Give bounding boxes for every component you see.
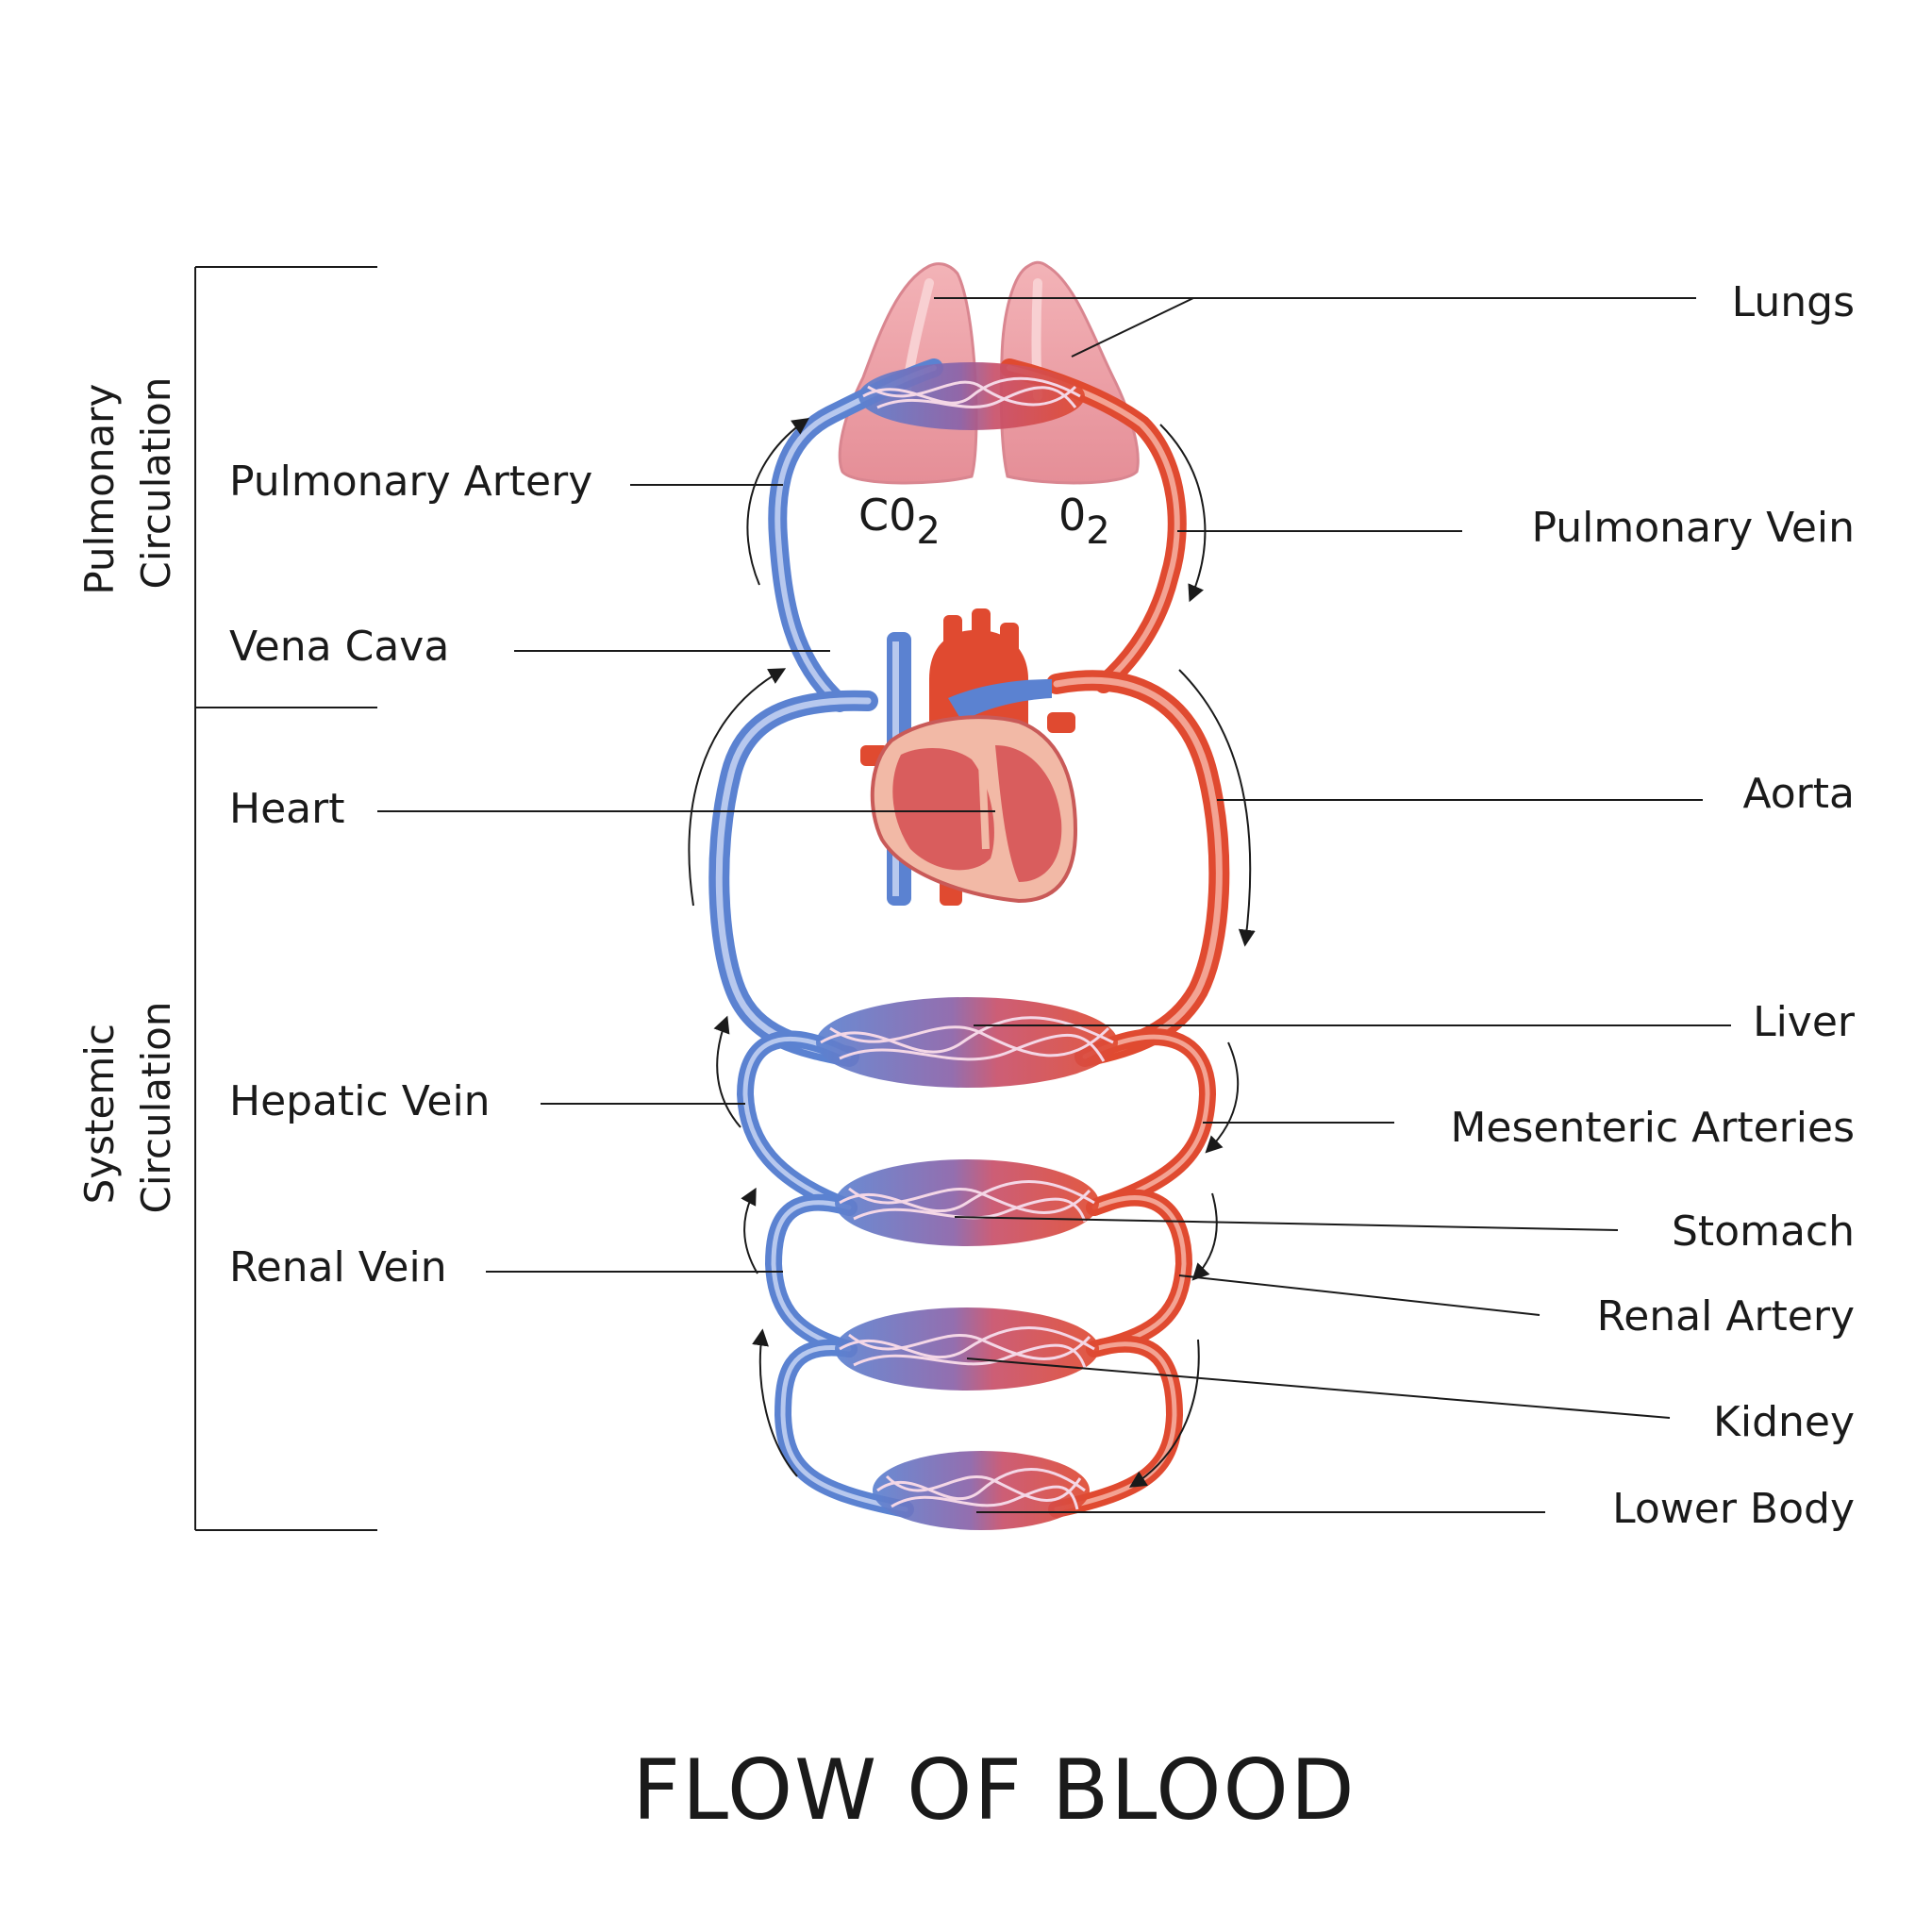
label-mesenteric-arteries: Mesenteric Arteries (1450, 1104, 1855, 1152)
label-liver: Liver (1753, 998, 1856, 1046)
label-pulmonary-vein: Pulmonary Vein (1532, 504, 1855, 552)
label-vena-cava: Vena Cava (229, 623, 449, 671)
label-renal-vein: Renal Vein (229, 1243, 447, 1291)
systemic-circulation-label: Systemic Circulation (76, 1002, 179, 1214)
label-aorta: Aorta (1742, 770, 1855, 818)
label-lower-body: Lower Body (1612, 1485, 1855, 1533)
label-heart: Heart (229, 785, 344, 833)
kidney-capillary-bed (835, 1307, 1099, 1391)
label-renal-artery: Renal Artery (1597, 1292, 1855, 1341)
lower-body-capillary-bed (873, 1451, 1090, 1530)
pulmonary-circulation-label: Pulmonary Circulation (76, 371, 179, 594)
stomach-capillary-bed (835, 1159, 1099, 1246)
leader-stomach (954, 1216, 1619, 1231)
label-hepatic-vein: Hepatic Vein (229, 1077, 491, 1125)
liver-capillary-bed (816, 997, 1118, 1088)
co2-label: C02 (858, 490, 941, 553)
leader-lungs-branch (1071, 297, 1194, 358)
leader-kidney (966, 1357, 1671, 1419)
lung-capillary-bed (858, 362, 1085, 430)
leader-renal-artery (1178, 1274, 1541, 1316)
flow-arrows (688, 417, 1256, 1488)
section-bracket (194, 266, 377, 1531)
o2-label: 02 (1058, 490, 1110, 553)
label-pulmonary-artery: Pulmonary Artery (229, 458, 592, 506)
capillary-beds (816, 362, 1118, 1530)
diagram-title: FLOW OF BLOOD (632, 1741, 1356, 1839)
label-kidney: Kidney (1713, 1398, 1855, 1446)
label-lungs: Lungs (1732, 278, 1855, 326)
heart-illustration (860, 608, 1078, 906)
label-stomach: Stomach (1672, 1208, 1855, 1256)
